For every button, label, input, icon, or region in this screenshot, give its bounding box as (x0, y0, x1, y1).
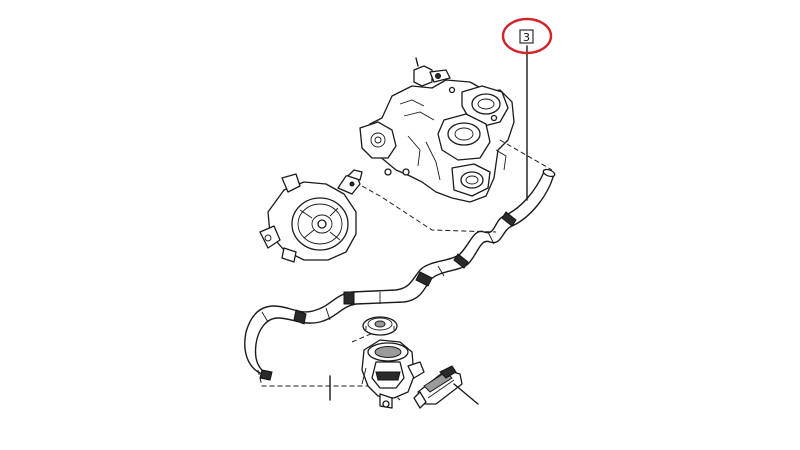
red-highlight-circle (501, 17, 553, 55)
engine-assembly (359, 57, 515, 203)
callout-box (519, 29, 534, 44)
thermostat-cap (362, 316, 398, 336)
callout-leaders (329, 45, 528, 405)
coolant-hose (244, 168, 556, 381)
callout-3[interactable]: 3 (501, 17, 553, 55)
water-pump (259, 169, 363, 263)
clip-bracket (413, 365, 463, 409)
thermostat-housing (361, 339, 425, 409)
callout-number: 3 (523, 31, 530, 44)
